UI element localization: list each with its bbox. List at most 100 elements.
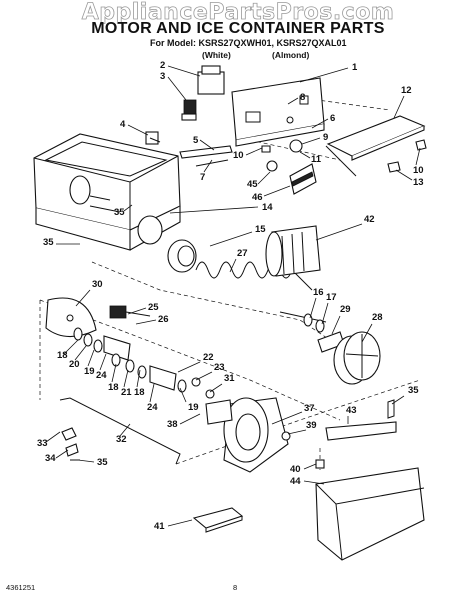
- callout-leader-c6: [311, 118, 329, 129]
- callout-leader-c21: [123, 369, 129, 388]
- part-coil-spring-25: [109, 305, 151, 319]
- callout-leader-c35a: [123, 204, 133, 212]
- part-drive-motor: [205, 397, 291, 473]
- callout-c20: 20: [69, 359, 80, 370]
- callout-leader-c24b: [149, 383, 155, 403]
- callout-leader-c25: [127, 307, 147, 315]
- part-drive-wheel: [333, 331, 381, 385]
- callout-leader-c10a: [245, 147, 263, 156]
- callout-c2: 2: [160, 60, 165, 71]
- part-deflector-plate: [192, 507, 244, 533]
- callout-leader-c19a: [87, 349, 95, 367]
- callout-leader-c28: [361, 323, 373, 343]
- callout-leader-c41: [167, 519, 193, 527]
- diagram-title: MOTOR AND ICE CONTAINER PARTS: [91, 20, 385, 37]
- callout-c24b: 24: [147, 402, 158, 413]
- callout-c18c: 18: [134, 387, 145, 398]
- callout-leader-c24a: [99, 353, 107, 371]
- part-actuator-rod: [59, 397, 181, 465]
- callout-leader-c29: [331, 315, 341, 335]
- callout-leader-c10b: [415, 147, 421, 166]
- variant-almond: (Almond): [272, 50, 310, 60]
- callout-leader-c23: [195, 371, 213, 381]
- document-number: 4361251: [6, 583, 36, 592]
- callout-leader-c17: [321, 302, 329, 325]
- callout-c30: 30: [92, 279, 103, 290]
- callout-c28: 28: [372, 312, 383, 323]
- callout-c43: 43: [346, 405, 357, 416]
- callout-leader-c22: [177, 361, 201, 373]
- callout-leader-c37: [271, 411, 303, 425]
- callout-c15: 15: [255, 224, 266, 235]
- callout-c35b: 35: [43, 237, 54, 248]
- callout-leader-c4: [127, 124, 149, 136]
- callout-leader-c27: [229, 258, 237, 273]
- callout-c27: 27: [237, 248, 248, 259]
- part-solenoid: [181, 65, 225, 121]
- callout-c19a: 19: [84, 366, 95, 377]
- callout-leader-c5: [199, 139, 215, 151]
- callout-c21: 21: [121, 387, 132, 398]
- callout-c10b: 10: [413, 165, 424, 176]
- callout-c24a: 24: [96, 370, 107, 381]
- part-auger-ring: [167, 239, 197, 273]
- callout-leader-c46: [263, 185, 291, 197]
- callout-leader-c31: [209, 383, 223, 393]
- callout-leader-c42: [315, 223, 363, 241]
- callout-c35d: 35: [408, 385, 419, 396]
- callout-leader-c1: [299, 67, 349, 83]
- callout-leader-c18c: [136, 369, 141, 388]
- callout-c4: 4: [120, 119, 126, 130]
- callout-c1: 1: [352, 62, 358, 73]
- callout-leader-c15: [209, 231, 253, 247]
- callout-leader-c13: [395, 169, 413, 181]
- callout-leader-c8: [287, 97, 299, 105]
- callout-c9: 9: [323, 132, 328, 143]
- callout-c18a: 18: [57, 350, 68, 361]
- callout-c17: 17: [326, 292, 337, 303]
- callout-leader-c11: [299, 151, 311, 159]
- callout-c7: 7: [200, 172, 205, 183]
- callout-leader-c44: [303, 480, 325, 485]
- part-blade-stack: [73, 327, 215, 399]
- callout-leader-c3: [167, 76, 187, 101]
- callout-leader-c32: [119, 423, 131, 437]
- callout-c19b: 19: [188, 402, 199, 413]
- part-chute-housing: [315, 459, 425, 561]
- callout-leader-c12: [393, 95, 405, 119]
- callout-leader-c34: [55, 449, 69, 459]
- callout-c5: 5: [193, 135, 199, 146]
- part-actuator: [266, 139, 317, 195]
- callout-leader-c39: [287, 429, 307, 435]
- callout-leader-c2: [167, 65, 201, 77]
- part-control-plate: [231, 77, 325, 147]
- callout-c32: 32: [116, 434, 127, 445]
- part-mounting-bracket: [325, 399, 397, 441]
- callout-c10a: 10: [233, 150, 244, 161]
- callout-c3: 3: [160, 71, 165, 82]
- part-screws-right: [261, 139, 427, 173]
- callout-c45: 45: [247, 179, 258, 190]
- callout-leader-c20: [74, 345, 87, 361]
- callout-c35a: 35: [114, 207, 125, 218]
- callout-c46: 46: [252, 192, 263, 203]
- part-blade-disc: [45, 297, 97, 338]
- callout-c11: 11: [311, 154, 322, 165]
- callout-c29: 29: [340, 304, 351, 315]
- variant-white: (White): [202, 50, 231, 60]
- callout-c44: 44: [290, 476, 301, 487]
- callout-leader-c30: [75, 289, 91, 307]
- callout-c12: 12: [401, 85, 412, 96]
- callout-c16: 16: [313, 287, 324, 298]
- callout-c25: 25: [148, 302, 159, 313]
- callout-c34: 34: [45, 453, 56, 464]
- callout-leader-c18b: [111, 363, 117, 383]
- callout-c38: 38: [167, 419, 178, 430]
- callout-c33: 33: [37, 438, 48, 449]
- callout-c40: 40: [290, 464, 301, 475]
- callout-leader-c19b: [179, 387, 187, 403]
- callout-c42: 42: [364, 214, 375, 225]
